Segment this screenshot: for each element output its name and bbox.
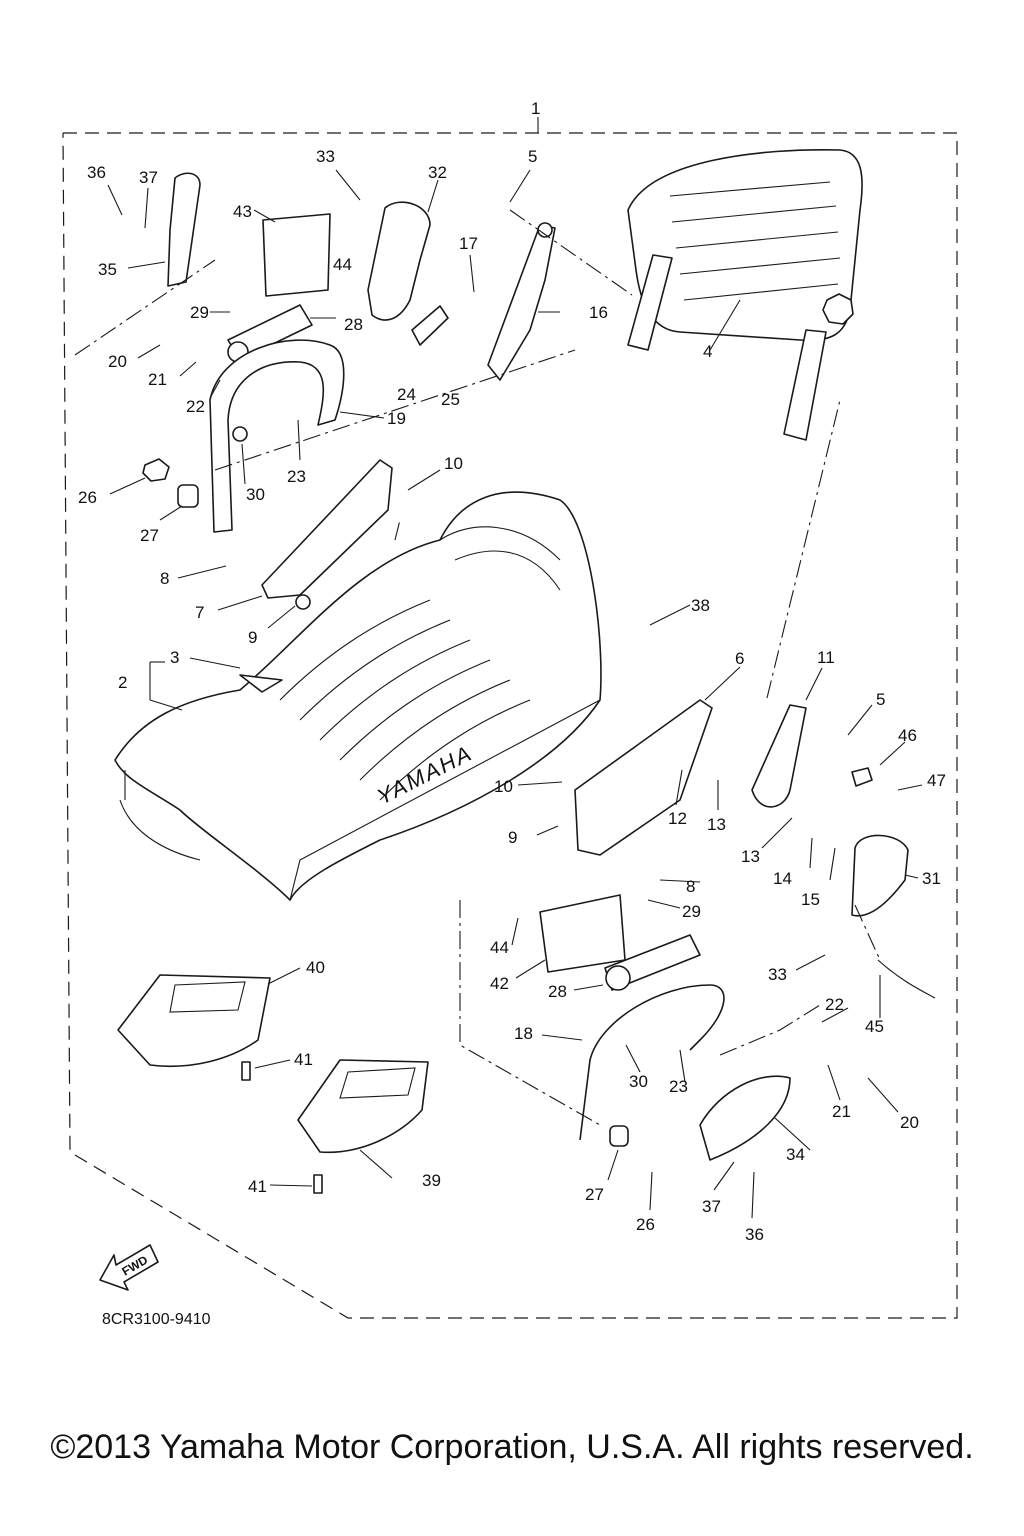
callout-27: 27 [140,526,159,545]
callout-33: 33 [316,147,335,166]
callout-7: 7 [195,603,204,622]
callout-44: 44 [490,938,509,957]
copyright-notice: ©2013 Yamaha Motor Corporation, U.S.A. A… [50,1428,974,1466]
right-bracket-assembly [539,699,936,1161]
forward-arrow-icon: FWD [99,1244,159,1291]
callout-31: 31 [922,869,941,888]
callout-21: 21 [148,370,167,389]
callout-9: 9 [508,828,517,847]
callout-13: 13 [741,847,760,866]
callout-29: 29 [190,303,209,322]
callout-35: 35 [98,260,117,279]
callout-28: 28 [548,982,567,1001]
assembly-boundary [62,132,958,1319]
callout-45: 45 [865,1017,884,1036]
callout-19: 19 [387,409,406,428]
callout-6: 6 [735,649,744,668]
callout-41: 41 [294,1050,313,1069]
callout-10: 10 [494,777,513,796]
callout-39: 39 [422,1171,441,1190]
callout-38: 38 [691,596,710,615]
callout-24: 24 [397,385,416,404]
backrest [627,148,863,441]
callout-21: 21 [832,1102,851,1121]
callout-37: 37 [139,168,158,187]
callout-23: 23 [669,1077,688,1096]
callout-8: 8 [686,877,695,896]
callout-25: 25 [441,390,460,409]
callout-22: 22 [825,995,844,1014]
callout-36: 36 [87,163,106,182]
callout-8: 8 [160,569,169,588]
callout-44: 44 [333,255,352,274]
callout-29: 29 [682,902,701,921]
callout-16: 16 [589,303,608,322]
callout-1: 1 [531,99,540,118]
callout-43: 43 [233,202,252,221]
callout-40: 40 [306,958,325,977]
callout-labels: 1 2 3 4 5 5 6 7 8 8 9 9 10 10 11 12 13 1… [78,99,946,1244]
callout-15: 15 [801,890,820,909]
callout-20: 20 [900,1113,919,1132]
callout-5: 5 [528,147,537,166]
lower-covers [117,974,429,1194]
callout-12: 12 [668,809,687,828]
callout-36: 36 [745,1225,764,1244]
callout-2: 2 [118,673,127,692]
callout-22: 22 [186,397,205,416]
callout-3: 3 [170,648,179,667]
callout-23: 23 [287,467,306,486]
callout-4: 4 [703,342,712,361]
callout-46: 46 [898,726,917,745]
callout-30: 30 [629,1072,648,1091]
callout-17: 17 [459,234,478,253]
callout-5: 5 [876,690,885,709]
callout-27: 27 [585,1185,604,1204]
callout-42: 42 [490,974,509,993]
callout-33: 33 [768,965,787,984]
callout-14: 14 [773,869,792,888]
callout-32: 32 [428,163,447,182]
callout-13: 13 [707,815,726,834]
callout-10: 10 [444,454,463,473]
callout-26: 26 [636,1215,655,1234]
callout-41: 41 [248,1177,267,1196]
callout-26: 26 [78,488,97,507]
callout-47: 47 [927,771,946,790]
callout-28: 28 [344,315,363,334]
callout-11: 11 [817,648,835,667]
callout-37: 37 [702,1197,721,1216]
callout-20: 20 [108,352,127,371]
callout-34: 34 [786,1145,805,1164]
diagram-code: 8CR3100-9410 [102,1311,211,1328]
callout-30: 30 [246,485,265,504]
seat: YAMAHA [114,491,602,901]
left-bracket-assembly [142,172,556,610]
callout-18: 18 [514,1024,533,1043]
callout-9: 9 [248,628,257,647]
